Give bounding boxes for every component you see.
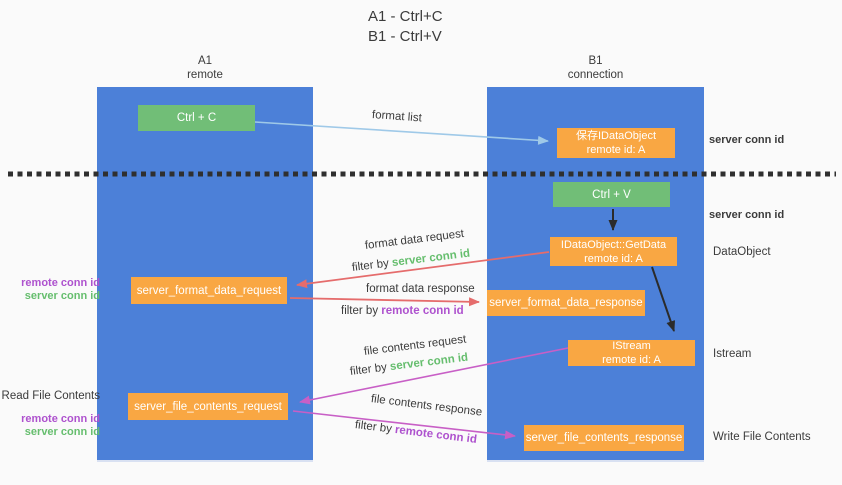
remote-conn-id-text: remote conn id bbox=[394, 423, 478, 446]
server-conn-id-label: server conn id bbox=[24, 426, 100, 438]
filter-by-text: filter by bbox=[341, 305, 379, 317]
file-request-label: server_file_contents_request bbox=[134, 400, 282, 413]
format-list-label: format list bbox=[371, 109, 423, 125]
remote-conn-id-label: remote conn id bbox=[21, 413, 100, 425]
lane-a1-name: A1 bbox=[197, 55, 213, 67]
node-ctrl-c: Ctrl + C bbox=[138, 105, 255, 131]
server-conn-id-text: server conn id bbox=[391, 247, 471, 270]
bottom-left-conn-ids: remote conn id server conn id bbox=[0, 413, 100, 439]
node-server-format-data-request: server_format_data_request bbox=[131, 277, 287, 304]
save-idataobject-line1: 保存IDataObject bbox=[575, 130, 657, 142]
server-conn-id-mid-label: server conn id bbox=[709, 209, 785, 221]
server-conn-id-label: server conn id bbox=[24, 290, 100, 302]
filter-by-text: filter by bbox=[354, 419, 393, 436]
dataobject-label: DataObject bbox=[713, 246, 771, 258]
node-server-format-data-response: server_format_data_response bbox=[487, 290, 645, 316]
lane-header-b1: B1 connection bbox=[487, 54, 704, 82]
save-idataobject-line2: remote id: A bbox=[586, 144, 646, 156]
lane-header-a1: A1 remote bbox=[97, 54, 313, 82]
remote-conn-id-label: remote conn id bbox=[21, 277, 100, 289]
istream-line1: IStream bbox=[612, 340, 651, 352]
getdata-line1: IDataObject::GetData bbox=[560, 238, 667, 251]
filter-by-text: filter by bbox=[349, 361, 388, 378]
format-data-response-arrow bbox=[289, 297, 480, 307]
ctrl-v-label: Ctrl + V bbox=[592, 188, 631, 201]
diagram-title: A1 - Ctrl+C B1 - Ctrl+V bbox=[368, 7, 443, 47]
lane-b1-name: B1 bbox=[588, 55, 603, 67]
read-file-contents-label: Read File Contents bbox=[1, 390, 100, 402]
istream-line2: remote id: A bbox=[602, 354, 661, 366]
node-ctrl-v: Ctrl + V bbox=[553, 182, 670, 207]
filter-by-text: filter by bbox=[351, 257, 390, 274]
server-conn-id-top-label: server conn id bbox=[709, 134, 785, 146]
title-line-1: A1 - Ctrl+C bbox=[368, 8, 443, 25]
format-data-response-label: format data response bbox=[366, 283, 475, 295]
format-data-response-filter: filter by remote conn id bbox=[341, 305, 464, 317]
node-server-file-contents-response: server_file_contents_response bbox=[524, 425, 684, 451]
node-server-file-contents-request: server_file_contents_request bbox=[128, 393, 288, 420]
file-contents-response-filter: filter by remote conn id bbox=[354, 419, 477, 446]
node-istream: IStream remote id: A bbox=[568, 340, 695, 366]
format-response-label: server_format_data_response bbox=[489, 297, 643, 309]
node-idataobject-getdata: IDataObject::GetData remote id: A bbox=[550, 237, 677, 266]
lane-a1-role: remote bbox=[187, 69, 223, 81]
istream-side-label: Istream bbox=[713, 348, 752, 360]
file-contents-response-label: file contents response bbox=[370, 393, 483, 419]
remote-conn-id-text: remote conn id bbox=[381, 305, 464, 317]
mid-left-conn-ids: remote conn id server conn id bbox=[0, 277, 100, 303]
ctrl-c-label: Ctrl + C bbox=[176, 112, 217, 124]
title-line-2: B1 - Ctrl+V bbox=[368, 28, 442, 45]
lane-b1-role: connection bbox=[567, 69, 624, 81]
file-response-label: server_file_contents_response bbox=[525, 432, 683, 444]
getdata-line2: remote id: A bbox=[584, 252, 643, 265]
server-conn-id-text: server conn id bbox=[389, 351, 469, 374]
node-save-idataobject: 保存IDataObject remote id: A bbox=[557, 128, 675, 158]
format-data-request-label: format data request bbox=[364, 227, 465, 252]
format-request-label: server_format_data_request bbox=[136, 284, 282, 297]
write-file-contents-label: Write File Contents bbox=[713, 431, 811, 443]
